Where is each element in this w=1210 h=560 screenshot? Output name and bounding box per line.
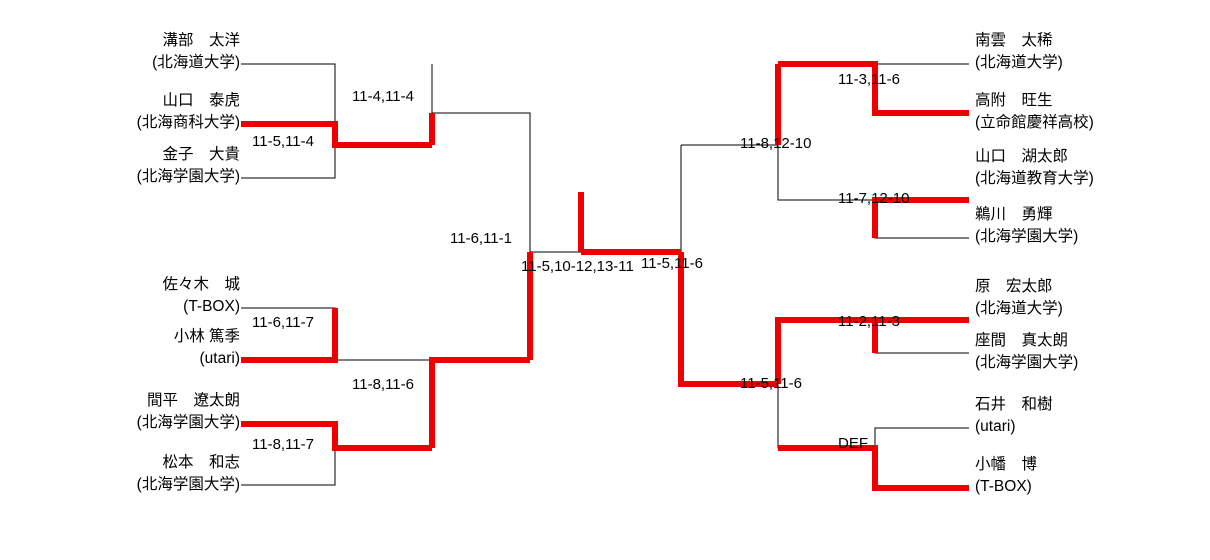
- player-name: 小林 篤季: [173, 328, 240, 345]
- score-right-r2-top: 11-8,12-10: [740, 135, 812, 152]
- line-left-semifinal-black: [432, 112, 531, 252]
- score-right-semifinal: 11-5,11-6: [641, 255, 703, 272]
- winpath-left-r1c: [241, 308, 338, 363]
- player-name: 松本 和志: [162, 454, 240, 471]
- player-right-3: 山口 湖太郎 (北海道教育大学): [975, 146, 1175, 190]
- score-right-r2-bottom: 11-5,11-6: [740, 375, 802, 392]
- player-left-6: 間平 遼太朗 (北海学園大学): [70, 390, 240, 434]
- player-affiliation: (utari): [975, 418, 1016, 435]
- score-left-r2-bottom: 11-8,11-6: [352, 376, 414, 393]
- player-name: 佐々木 城: [162, 276, 240, 293]
- winpath-right-semifinal: [678, 252, 778, 387]
- player-affiliation: (北海道大学): [975, 54, 1063, 71]
- score-final: 11-5,10-12,13-11: [521, 258, 634, 275]
- player-affiliation: (北海道大学): [975, 300, 1063, 317]
- winpath-right-r1f: [872, 197, 969, 238]
- player-right-7: 石井 和樹 (utari): [975, 394, 1175, 438]
- player-left-7: 松本 和志 (北海学園大学): [70, 452, 240, 496]
- player-affiliation: (北海道大学): [152, 54, 240, 71]
- player-right-6: 座間 真太朗 (北海学園大学): [975, 330, 1175, 374]
- score-right-r1-top-upper: 11-3,11-6: [838, 71, 900, 88]
- line-left-r1b-bottom: [241, 145, 336, 179]
- player-name: 間平 遼太朗: [146, 392, 240, 409]
- player-right-1: 南雲 太稀 (北海道大学): [975, 30, 1175, 74]
- player-left-5: 小林 篤季 (utari): [70, 326, 240, 370]
- winpath-left-r2-bottom: [429, 357, 530, 448]
- player-affiliation: (北海学園大学): [136, 414, 240, 431]
- line-left-r1d-bottom: [241, 448, 336, 486]
- player-name: 小幡 博: [975, 456, 1038, 473]
- player-affiliation: (北海学園大学): [136, 168, 240, 185]
- player-name: 南雲 太稀: [975, 32, 1053, 49]
- player-name: 山口 湖太郎: [975, 148, 1069, 165]
- score-left-r1-top: 11-5,11-4: [252, 133, 314, 150]
- player-right-4: 鵜川 勇輝 (北海学園大学): [975, 204, 1175, 248]
- player-affiliation: (北海道教育大学): [975, 170, 1094, 187]
- player-name: 鵜川 勇輝: [975, 206, 1053, 223]
- player-left-3: 金子 大貴 (北海学園大学): [70, 144, 240, 188]
- player-affiliation: (北海学園大学): [136, 476, 240, 493]
- player-name: 石井 和樹: [975, 396, 1053, 413]
- line-right-r1h-top: [874, 427, 969, 448]
- player-left-1: 溝部 太洋 (北海道大学): [70, 30, 240, 74]
- player-right-5: 原 宏太郎 (北海道大学): [975, 276, 1175, 320]
- player-name: 金子 大貴: [162, 146, 240, 163]
- winpath-left-r1b: [241, 121, 432, 148]
- score-left-semifinal: 11-6,11-1: [450, 230, 512, 247]
- score-right-r1-bottom-upper: 11-2,11-3: [838, 313, 900, 330]
- player-right-8: 小幡 博 (T-BOX): [975, 454, 1175, 498]
- winpath-left-r1d: [241, 421, 432, 451]
- winpath-right-r1e: [778, 61, 969, 116]
- player-affiliation: (T-BOX): [975, 478, 1032, 495]
- player-affiliation: (北海学園大学): [975, 354, 1079, 371]
- winpath-right-r1h: [778, 445, 969, 491]
- winpath-right-r2-bottom: [775, 317, 875, 384]
- score-left-r1-bottom-lower: 11-8,11-7: [252, 436, 314, 453]
- player-name: 高附 旺生: [975, 92, 1053, 109]
- player-right-2: 高附 旺生 (立命館慶祥高校): [975, 90, 1175, 134]
- player-name: 座間 真太朗: [975, 332, 1069, 349]
- score-right-r1-bottom-lower: DEF: [838, 435, 868, 452]
- score-right-r1-top-lower: 11-7,12-10: [838, 190, 910, 207]
- player-name: 原 宏太郎: [975, 278, 1053, 295]
- player-left-2: 山口 泰虎 (北海商科大学): [70, 90, 240, 134]
- score-left-r1-bottom-upper: 11-6,11-7: [252, 314, 314, 331]
- player-name: 溝部 太洋: [162, 32, 240, 49]
- player-affiliation: (utari): [199, 350, 240, 367]
- player-affiliation: (北海商科大学): [136, 114, 240, 131]
- line-right-r2-top-black: [777, 145, 875, 201]
- player-affiliation: (立命館慶祥高校): [975, 114, 1094, 131]
- player-name: 山口 泰虎: [162, 92, 240, 109]
- line-left-r1a-top: [241, 63, 336, 145]
- score-left-r2-top: 11-4,11-4: [352, 88, 414, 105]
- player-left-4: 佐々木 城 (T-BOX): [70, 274, 240, 318]
- player-affiliation: (北海学園大学): [975, 228, 1079, 245]
- player-affiliation: (T-BOX): [183, 298, 240, 315]
